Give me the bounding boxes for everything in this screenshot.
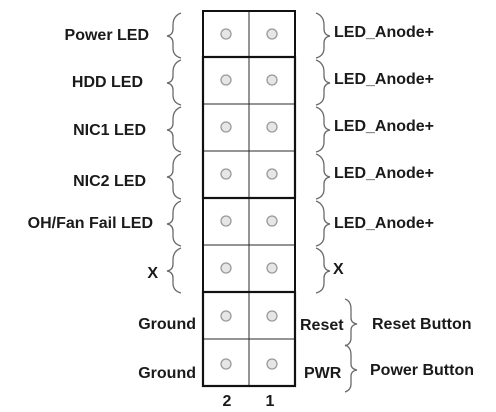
left-brace	[166, 106, 182, 153]
left-label-ground-reset: Ground	[138, 316, 196, 333]
pin-grid	[201, 10, 297, 388]
right-labels: LED_Anode+ LED_Anode+ LED_Anode+ LED_Ano…	[300, 24, 474, 382]
left-brace	[166, 12, 182, 59]
pin-circle	[266, 310, 278, 322]
left-brace	[166, 59, 182, 106]
left-brace	[166, 200, 182, 247]
left-label-nic1-led: NIC1 LED	[73, 122, 146, 139]
right-label-led-anode: LED_Anode+	[334, 215, 434, 232]
pin-column-number-1: 1	[266, 393, 275, 410]
right-brace	[315, 12, 331, 59]
right-brace	[344, 344, 358, 393]
pin-circle	[220, 262, 232, 274]
header-outline	[202, 10, 296, 387]
right-brace	[315, 200, 331, 247]
pin-circle	[266, 121, 278, 133]
right-label-led-anode: LED_Anode+	[334, 165, 434, 182]
pin-circle	[266, 215, 278, 227]
pin-circle	[220, 168, 232, 180]
pin-column-numbers: 2 1	[223, 393, 275, 410]
right-label-led-anode: LED_Anode+	[334, 118, 434, 135]
left-label-ground-pwr: Ground	[138, 365, 196, 382]
right-label-reset: Reset	[300, 317, 344, 334]
function-label-reset-button: Reset Button	[372, 316, 472, 333]
right-label-pwr: PWR	[304, 365, 342, 382]
right-label-x: X	[333, 261, 344, 278]
pin-circle	[266, 358, 278, 370]
left-label-nic2-led: NIC2 LED	[73, 173, 146, 190]
left-labels: Power LED HDD LED NIC1 LED NIC2 LED OH/F…	[28, 27, 196, 382]
pin-circle	[266, 74, 278, 86]
pin-circle	[266, 262, 278, 274]
pin-circle	[266, 28, 278, 40]
right-brace	[315, 153, 331, 200]
left-braces	[166, 12, 182, 294]
pin-cell	[248, 150, 296, 199]
left-brace	[166, 153, 182, 200]
right-label-led-anode: LED_Anode+	[334, 24, 434, 41]
function-label-power-button: Power Button	[370, 362, 474, 379]
right-brace	[315, 106, 331, 153]
right-braces	[315, 12, 358, 393]
pin-circle	[220, 28, 232, 40]
left-label-hdd-led: HDD LED	[72, 74, 143, 91]
right-brace	[315, 247, 331, 294]
pin-circle	[220, 310, 232, 322]
left-label-oh-fan-fail-led: OH/Fan Fail LED	[28, 215, 153, 232]
pin-circle	[220, 215, 232, 227]
pin-circle	[220, 121, 232, 133]
left-label-power-led: Power LED	[65, 27, 149, 44]
pin-circle	[266, 168, 278, 180]
pin-column-number-2: 2	[223, 393, 232, 410]
pin-circle	[220, 358, 232, 370]
left-label-x: X	[147, 265, 158, 282]
pin-circle	[220, 74, 232, 86]
left-brace	[166, 247, 182, 294]
right-label-led-anode: LED_Anode+	[334, 71, 434, 88]
right-brace	[315, 59, 331, 106]
right-brace	[344, 298, 358, 347]
